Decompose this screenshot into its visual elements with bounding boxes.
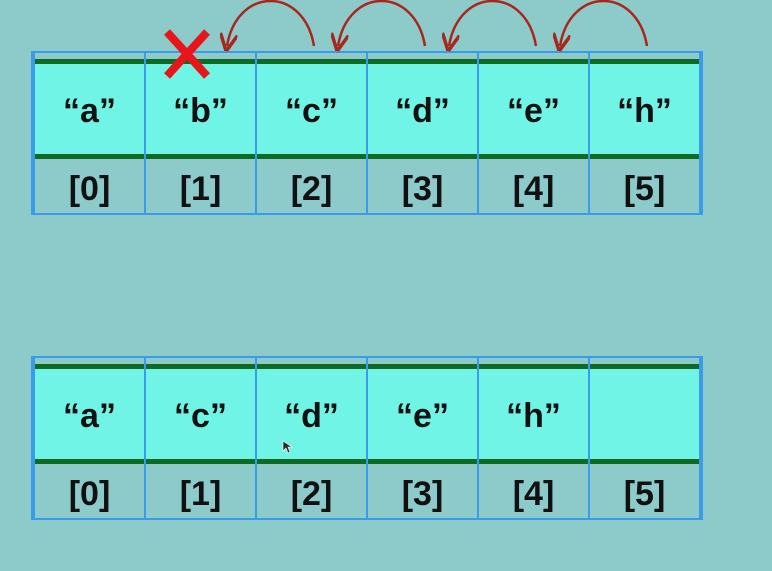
cell-value: “b”	[173, 92, 228, 130]
cell-top-band	[34, 59, 145, 64]
array-cell: “d” [2]	[255, 357, 367, 519]
cell-index: [4]	[513, 170, 555, 208]
mouse-cursor-icon	[282, 440, 293, 454]
array-cell: [5]	[588, 357, 700, 519]
cell-value: “a”	[63, 397, 116, 435]
cell-value-box	[367, 369, 478, 461]
curved-arrow-icon	[449, 0, 538, 46]
curved-arrow-icon	[560, 0, 649, 46]
cell-bottom-band	[256, 154, 367, 159]
cell-value: “c”	[174, 397, 227, 435]
cell-bottom-band	[256, 459, 367, 464]
cell-value: “c”	[285, 92, 338, 130]
cell-value-box	[589, 369, 700, 461]
cell-bottom-band	[589, 154, 700, 159]
array-cell: “h” [5]	[588, 52, 700, 214]
cell-value: “a”	[63, 92, 116, 130]
cell-bottom-band	[367, 459, 478, 464]
cell-bottom-band	[34, 154, 145, 159]
cell-top-band	[367, 364, 478, 369]
cell-value-box	[256, 369, 367, 461]
cell-index: [2]	[291, 475, 333, 513]
cell-value-box	[478, 64, 589, 156]
arrays-layer: “a” [0] “b” [1] “c” [2] “d” [3] “e” [4] “h” [5] “a” […	[31, 51, 703, 520]
cell-top-band	[34, 364, 145, 369]
cell-index: [2]	[291, 170, 333, 208]
cell-index: [3]	[402, 170, 444, 208]
array-cell: “b” [1]	[144, 52, 256, 214]
cell-top-band	[145, 364, 256, 369]
cell-top-band	[478, 59, 589, 64]
curved-arrow-icon	[338, 0, 427, 46]
cell-value: “d”	[284, 397, 339, 435]
array-cell: “c” [2]	[255, 52, 367, 214]
cell-top-band	[256, 364, 367, 369]
cell-index: [5]	[624, 170, 666, 208]
array-cell: “c” [1]	[144, 357, 256, 519]
cell-top-band	[367, 59, 478, 64]
cell-bottom-band	[34, 459, 145, 464]
cell-top-band	[589, 364, 700, 369]
cell-value: “e”	[507, 92, 560, 130]
cell-value: “h”	[506, 397, 561, 435]
cell-index: [0]	[69, 475, 111, 513]
array-cell: “h” [4]	[477, 357, 589, 519]
cell-bottom-band	[478, 459, 589, 464]
cell-index: [5]	[624, 475, 666, 513]
cross-icon	[164, 29, 210, 79]
cell-top-band	[478, 364, 589, 369]
removal-marker	[164, 29, 210, 79]
cell-top-band	[589, 59, 700, 64]
cell-index: [1]	[180, 475, 222, 513]
array-cell: “a” [0]	[33, 52, 145, 214]
cell-value: “h”	[617, 92, 672, 130]
cell-bottom-band	[478, 154, 589, 159]
cell-value-box	[589, 64, 700, 156]
array-cell: “d” [3]	[366, 52, 478, 214]
cell-top-band	[256, 59, 367, 64]
cell-top-band	[145, 59, 256, 64]
cell-value-box	[145, 369, 256, 461]
cell-bottom-band	[367, 154, 478, 159]
cell-bottom-band	[145, 459, 256, 464]
cell-index: [3]	[402, 475, 444, 513]
cell-value-box	[145, 64, 256, 156]
curved-arrow-icon	[227, 0, 316, 46]
cell-value: “d”	[395, 92, 450, 130]
array-cell: “e” [4]	[477, 52, 589, 214]
cell-value: “e”	[396, 397, 449, 435]
cell-index: [0]	[69, 170, 111, 208]
cell-value-box	[34, 369, 145, 461]
cell-index: [1]	[180, 170, 222, 208]
cell-index: [4]	[513, 475, 555, 513]
array-before-removal: “a” [0] “b” [1] “c” [2] “d” [3] “e” [4] “h” [5]	[31, 51, 703, 215]
cell-value-box	[256, 64, 367, 156]
cell-value-box	[367, 64, 478, 156]
array-cell: “e” [3]	[366, 357, 478, 519]
cell-value-box	[34, 64, 145, 156]
array-cell: “a” [0]	[33, 357, 145, 519]
cell-bottom-band	[145, 154, 256, 159]
cell-value-box	[478, 369, 589, 461]
cell-bottom-band	[589, 459, 700, 464]
shift-arrows	[227, 0, 649, 46]
array-after-removal: “a” [0] “c” [1] “d” [2] “e” [3] “h” [4] [5]	[31, 356, 703, 520]
